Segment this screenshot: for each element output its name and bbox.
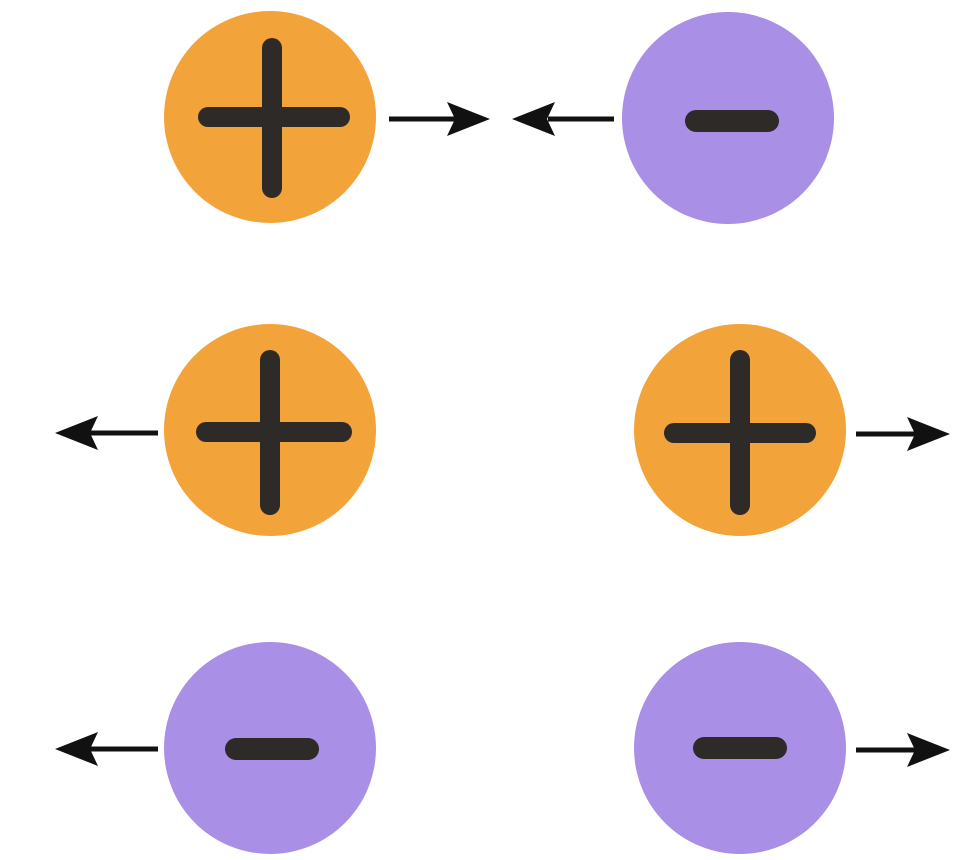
- row-repulsion-positive: [55, 324, 950, 536]
- charge-positive: [164, 11, 376, 223]
- arrow-left: [55, 416, 158, 450]
- charge-positive: [164, 324, 376, 536]
- arrow-left: [55, 732, 158, 766]
- plus-sign: [198, 38, 350, 198]
- arrow-right: [856, 733, 950, 767]
- row-attraction: [164, 11, 834, 224]
- charge-negative: [622, 12, 834, 224]
- arrow-right: [856, 417, 950, 451]
- charge-negative: [634, 642, 846, 854]
- charge-positive: [634, 324, 846, 536]
- charge-negative: [164, 642, 376, 854]
- arrow-left: [512, 102, 614, 136]
- plus-sign: [664, 350, 816, 515]
- arrow-right: [389, 102, 490, 136]
- row-repulsion-negative: [55, 642, 950, 854]
- plus-sign: [196, 350, 352, 515]
